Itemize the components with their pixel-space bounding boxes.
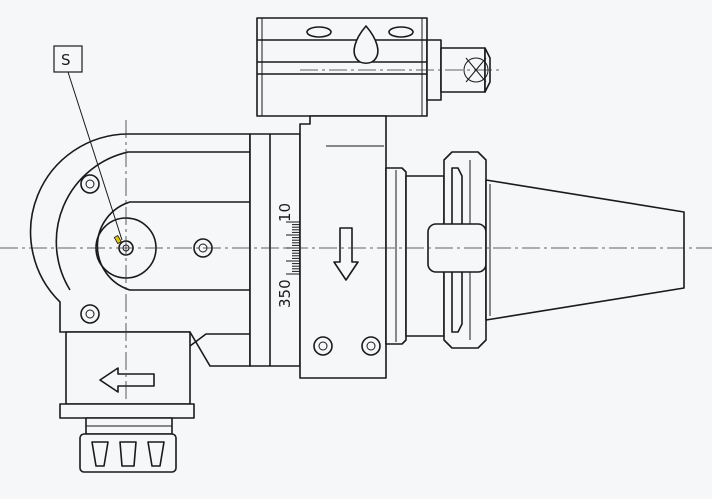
arrow-down-icon — [333, 227, 359, 281]
taper-shank — [427, 151, 685, 349]
rotating-housing — [299, 115, 387, 379]
scale-label-350: 350 — [276, 279, 294, 308]
clamp-block — [256, 17, 500, 117]
callout-label: S — [61, 51, 71, 69]
bolt — [80, 304, 100, 324]
head-housing — [29, 133, 251, 367]
marker-s — [113, 234, 122, 245]
bolt — [361, 336, 381, 356]
bolt — [313, 336, 333, 356]
collet-nut — [59, 331, 195, 473]
callout-s: S — [53, 45, 123, 241]
arrow-left-icon — [99, 367, 155, 393]
scale-label-10: 10 — [276, 203, 294, 222]
bolt — [80, 174, 100, 194]
